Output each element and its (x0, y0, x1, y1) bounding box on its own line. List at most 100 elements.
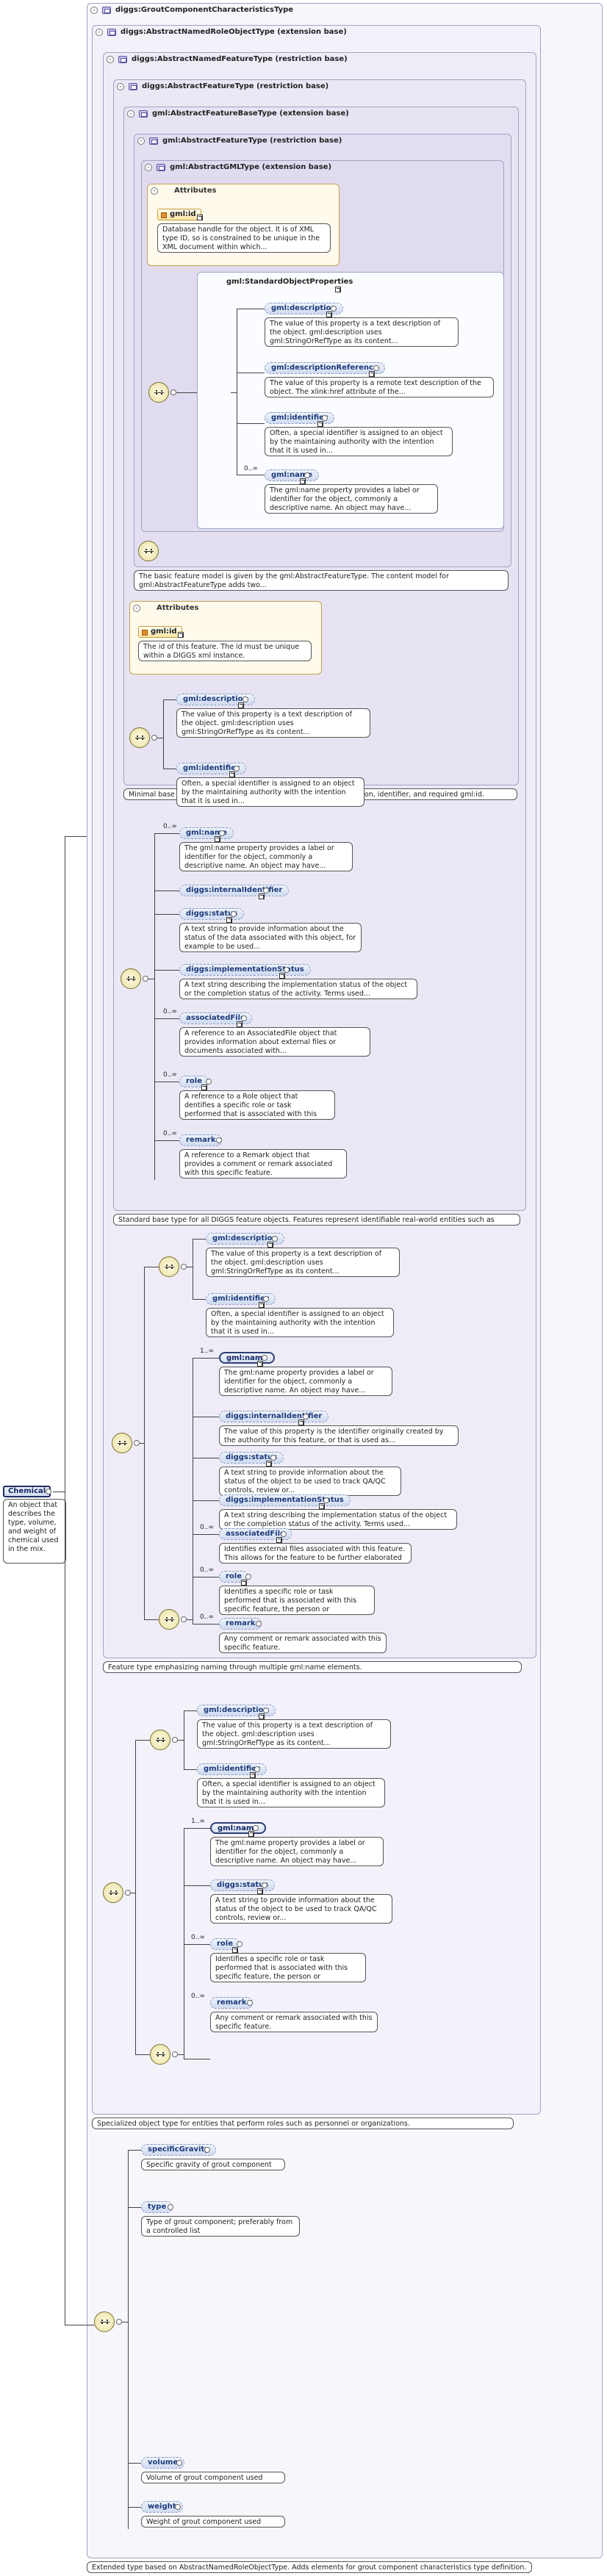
f-remark-element[interactable]: remark (179, 1134, 223, 1146)
collapse-toggle[interactable]: - (151, 187, 158, 195)
named-feature-title: diggs:AbstractNamedFeatureType (restrict… (132, 55, 348, 63)
gml-name-element[interactable]: gml:name (265, 469, 320, 481)
collapse-toggle[interactable]: - (117, 83, 124, 90)
f-implementation-status-element[interactable]: diggs:implementationStatus (179, 964, 311, 976)
nf-role-doc: Identifies a specific role or task perfo… (219, 1586, 375, 1615)
nf-associated-file-element[interactable]: associatedFile (219, 1528, 292, 1540)
gml-description-reference-element[interactable]: gml:descriptionReference (265, 362, 385, 374)
collapse-toggle[interactable]: - (133, 605, 140, 612)
specific-gravity-element[interactable]: specificGravity (141, 2144, 216, 2156)
fb-gml-description-element[interactable]: gml:description (176, 694, 255, 705)
expand-icon[interactable] (335, 287, 341, 292)
nf-gml-description-element[interactable]: gml:description (206, 1233, 284, 1245)
expand-icon[interactable] (298, 1420, 304, 1425)
f-internal-identifier-element[interactable]: diggs:internalIdentifier (179, 885, 290, 896)
nf-remark-element[interactable]: remark (219, 1618, 262, 1630)
expand-icon[interactable] (241, 1580, 247, 1586)
nf-internal-identifier-element[interactable]: diggs:internalIdentifier (219, 1411, 329, 1422)
expand-icon[interactable] (250, 1772, 256, 1778)
ro-status-doc: A text string to provide information abo… (210, 1894, 392, 1924)
gml-id-attribute[interactable]: gml:id (157, 209, 201, 220)
occurrence-label: 0..∞ (200, 1613, 214, 1621)
gml-description-doc: The value of this property is a text des… (265, 317, 459, 347)
ro-gml-description-element[interactable]: gml:description (197, 1705, 276, 1716)
gml-id-doc-2: The id of this feature. The id must be u… (138, 641, 312, 661)
collapse-toggle[interactable]: - (145, 164, 152, 171)
sequence-icon (159, 1609, 179, 1630)
expand-icon[interactable] (257, 1361, 263, 1367)
gml-description-element[interactable]: gml:description (265, 303, 343, 314)
occurrence-label: 0..∞ (191, 1934, 205, 1941)
expand-icon[interactable] (178, 632, 184, 638)
feature-title: diggs:AbstractFeatureType (restriction b… (142, 82, 329, 90)
expand-icon[interactable] (238, 702, 244, 708)
occurrence-label: 0..∞ (163, 1008, 177, 1015)
chemical-doc: An object that describes the type, volum… (3, 1499, 66, 1564)
expand-icon[interactable] (326, 312, 332, 317)
f-status-doc: A text string to provide information abo… (179, 923, 362, 952)
collapse-toggle[interactable]: - (90, 7, 98, 14)
collapse-toggle[interactable]: - (137, 137, 145, 145)
fb-gml-identifier-doc: Often, a special identifier is assigned … (176, 777, 364, 807)
expand-icon[interactable] (259, 893, 265, 899)
expand-icon[interactable] (279, 973, 285, 979)
complex-type-icon (139, 110, 148, 118)
occurrence-label: 0..∞ (163, 1071, 177, 1079)
expand-icon[interactable] (276, 1537, 282, 1543)
role-object-title: diggs:AbstractNamedRoleObjectType (exten… (121, 28, 347, 36)
expand-icon[interactable] (215, 836, 220, 842)
complex-type-icon (129, 83, 137, 90)
occurrence-label: 0..∞ (244, 465, 258, 472)
nf-associated-file-doc: Identifies external files associated wit… (219, 1543, 412, 1564)
ro-gml-identifier-element[interactable]: gml:identifier (197, 1763, 267, 1775)
expand-icon[interactable] (226, 917, 232, 923)
collapse-toggle[interactable]: - (127, 110, 134, 118)
weight-doc: Weight of grout component used (141, 2516, 285, 2528)
gml-identifier-element[interactable]: gml:identifier (265, 412, 334, 424)
collapse-toggle[interactable]: - (107, 56, 114, 63)
expand-icon[interactable] (201, 1084, 207, 1090)
sequence-icon (159, 1256, 179, 1277)
gml-name-doc: The gml:name property provides a label o… (265, 484, 438, 514)
weight-element[interactable]: weight (141, 2501, 183, 2513)
expand-icon[interactable] (237, 1021, 243, 1027)
ro-gml-name-doc: The gml:name property provides a label o… (210, 1837, 384, 1866)
expand-icon[interactable] (300, 478, 306, 484)
f-gml-name-doc: The gml:name property provides a label o… (179, 842, 353, 871)
expand-icon[interactable] (257, 1888, 263, 1894)
expand-icon[interactable] (197, 215, 203, 220)
nf-gml-description-doc: The value of this property is a text des… (206, 1248, 400, 1277)
expand-icon[interactable] (267, 1242, 273, 1248)
nf-gml-identifier-element[interactable]: gml:identifier (206, 1293, 276, 1305)
nf-gml-identifier-doc: Often, a special identifier is assigned … (206, 1308, 394, 1337)
choice-icon (103, 1882, 123, 1903)
expand-icon[interactable] (266, 1461, 272, 1467)
expand-icon[interactable] (259, 1302, 265, 1308)
expand-icon[interactable] (229, 771, 235, 777)
specific-gravity-doc: Specific gravity of grout component (141, 2159, 285, 2170)
f-associated-file-element[interactable]: associatedFile (179, 1012, 252, 1024)
fb-gml-description-doc: The value of this property is a text des… (176, 708, 370, 738)
ro-remark-element[interactable]: remark (210, 1997, 254, 2009)
expand-icon[interactable] (317, 421, 323, 427)
expand-icon[interactable] (369, 371, 375, 377)
volume-element[interactable]: volume (141, 2457, 185, 2469)
fb-gml-identifier-element[interactable]: gml:identifier (176, 763, 246, 774)
expand-icon[interactable] (232, 1947, 238, 1953)
gml-id-attribute-2[interactable]: gml:id (138, 626, 182, 638)
chemical-root-element[interactable]: Chemical (3, 1486, 51, 1497)
nf-implementation-status-element[interactable]: diggs:implementationStatus (219, 1494, 351, 1506)
gml-feature-annotation: The basic feature model is given by the … (134, 570, 509, 591)
type-doc: Type of grout component; preferably from… (141, 2216, 300, 2237)
expand-icon[interactable] (248, 1831, 254, 1837)
f-gml-name-element[interactable]: gml:name (179, 827, 234, 839)
expand-icon[interactable] (259, 1713, 265, 1719)
occurrence-label: 0..∞ (163, 1130, 177, 1137)
f-associated-file-doc: A reference to an AssociatedFile object … (179, 1027, 370, 1057)
expand-icon[interactable] (319, 1503, 325, 1509)
occurrence-label: 0..∞ (200, 1566, 214, 1574)
attributes-title: Attributes (174, 187, 217, 195)
gml-identifier-doc: Often, a special identifier is assigned … (265, 427, 453, 456)
sequence-icon (94, 2311, 115, 2332)
collapse-toggle[interactable]: - (96, 29, 103, 36)
